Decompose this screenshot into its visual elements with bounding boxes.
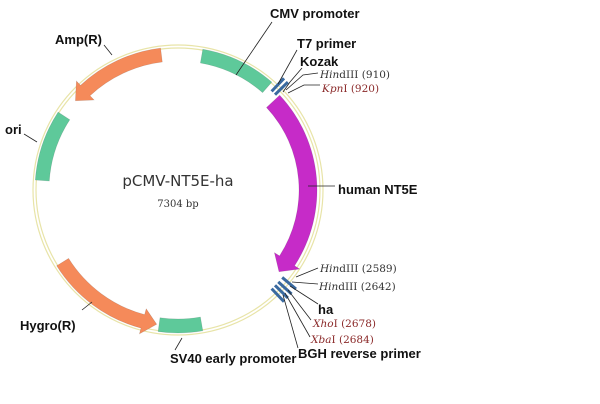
site-tick [273,80,289,96]
marker-ticks [270,77,297,303]
features-layer [34,47,318,335]
leader-sv40 [174,337,183,351]
plasmid-name: pCMV-NT5E-ha [122,172,233,190]
feature-ori [34,111,71,182]
label-sv40-early-promoter: SV40 early promoter [170,351,296,366]
site-hindiii-2589: HindIII (2589) [319,263,397,275]
label-ha: ha [318,302,334,317]
site-hindiii-2642: HindIII (2642) [318,281,396,293]
label-kozak: Kozak [300,54,339,69]
leader-hind910 [285,72,319,91]
label-ori: ori [5,122,22,137]
site-tick [281,276,297,291]
label-hygro: Hygro(R) [20,318,76,333]
site-hindiii-910: HindIII (910) [319,69,390,81]
leader-hygro [81,301,93,311]
label-human-nt5e: human NT5E [338,182,418,197]
label-amp: Amp(R) [55,32,102,47]
feature-hygro-r [56,257,158,335]
label-t7-primer: T7 primer [297,36,356,51]
leader-ha [289,285,319,305]
label-cmv-promoter: CMV promoter [270,6,360,21]
leader-bgh [282,294,299,349]
site-xhoi-2678: XhoI (2678) [312,318,376,330]
leader-ori [23,133,38,143]
site-kpni-920: KpnI (920) [321,83,379,95]
leader-t7 [277,49,298,85]
plasmid-size: 7304 bp [157,199,198,210]
backbone-outer [32,44,324,336]
label-bgh-reverse-primer: BGH reverse primer [298,346,421,361]
site-tick [270,287,286,303]
leader-hind2642 [291,281,319,285]
site-tick [273,284,289,300]
leader-xho [287,289,312,321]
feature-sv40-early-promoter [157,316,204,334]
leader-cmv [235,21,273,76]
feature-human-nt5e [266,94,318,273]
feature-cmv-promoter [200,48,273,94]
site-tick [270,77,286,93]
leader-kpn920 [287,84,320,94]
site-xbai-2684: XbaI (2684) [310,334,374,346]
leader-xba [284,292,311,338]
feature-amp-r [75,47,163,102]
leader-kozak [282,67,303,93]
leader-amp [103,44,113,56]
leader-hind2589 [295,267,319,278]
